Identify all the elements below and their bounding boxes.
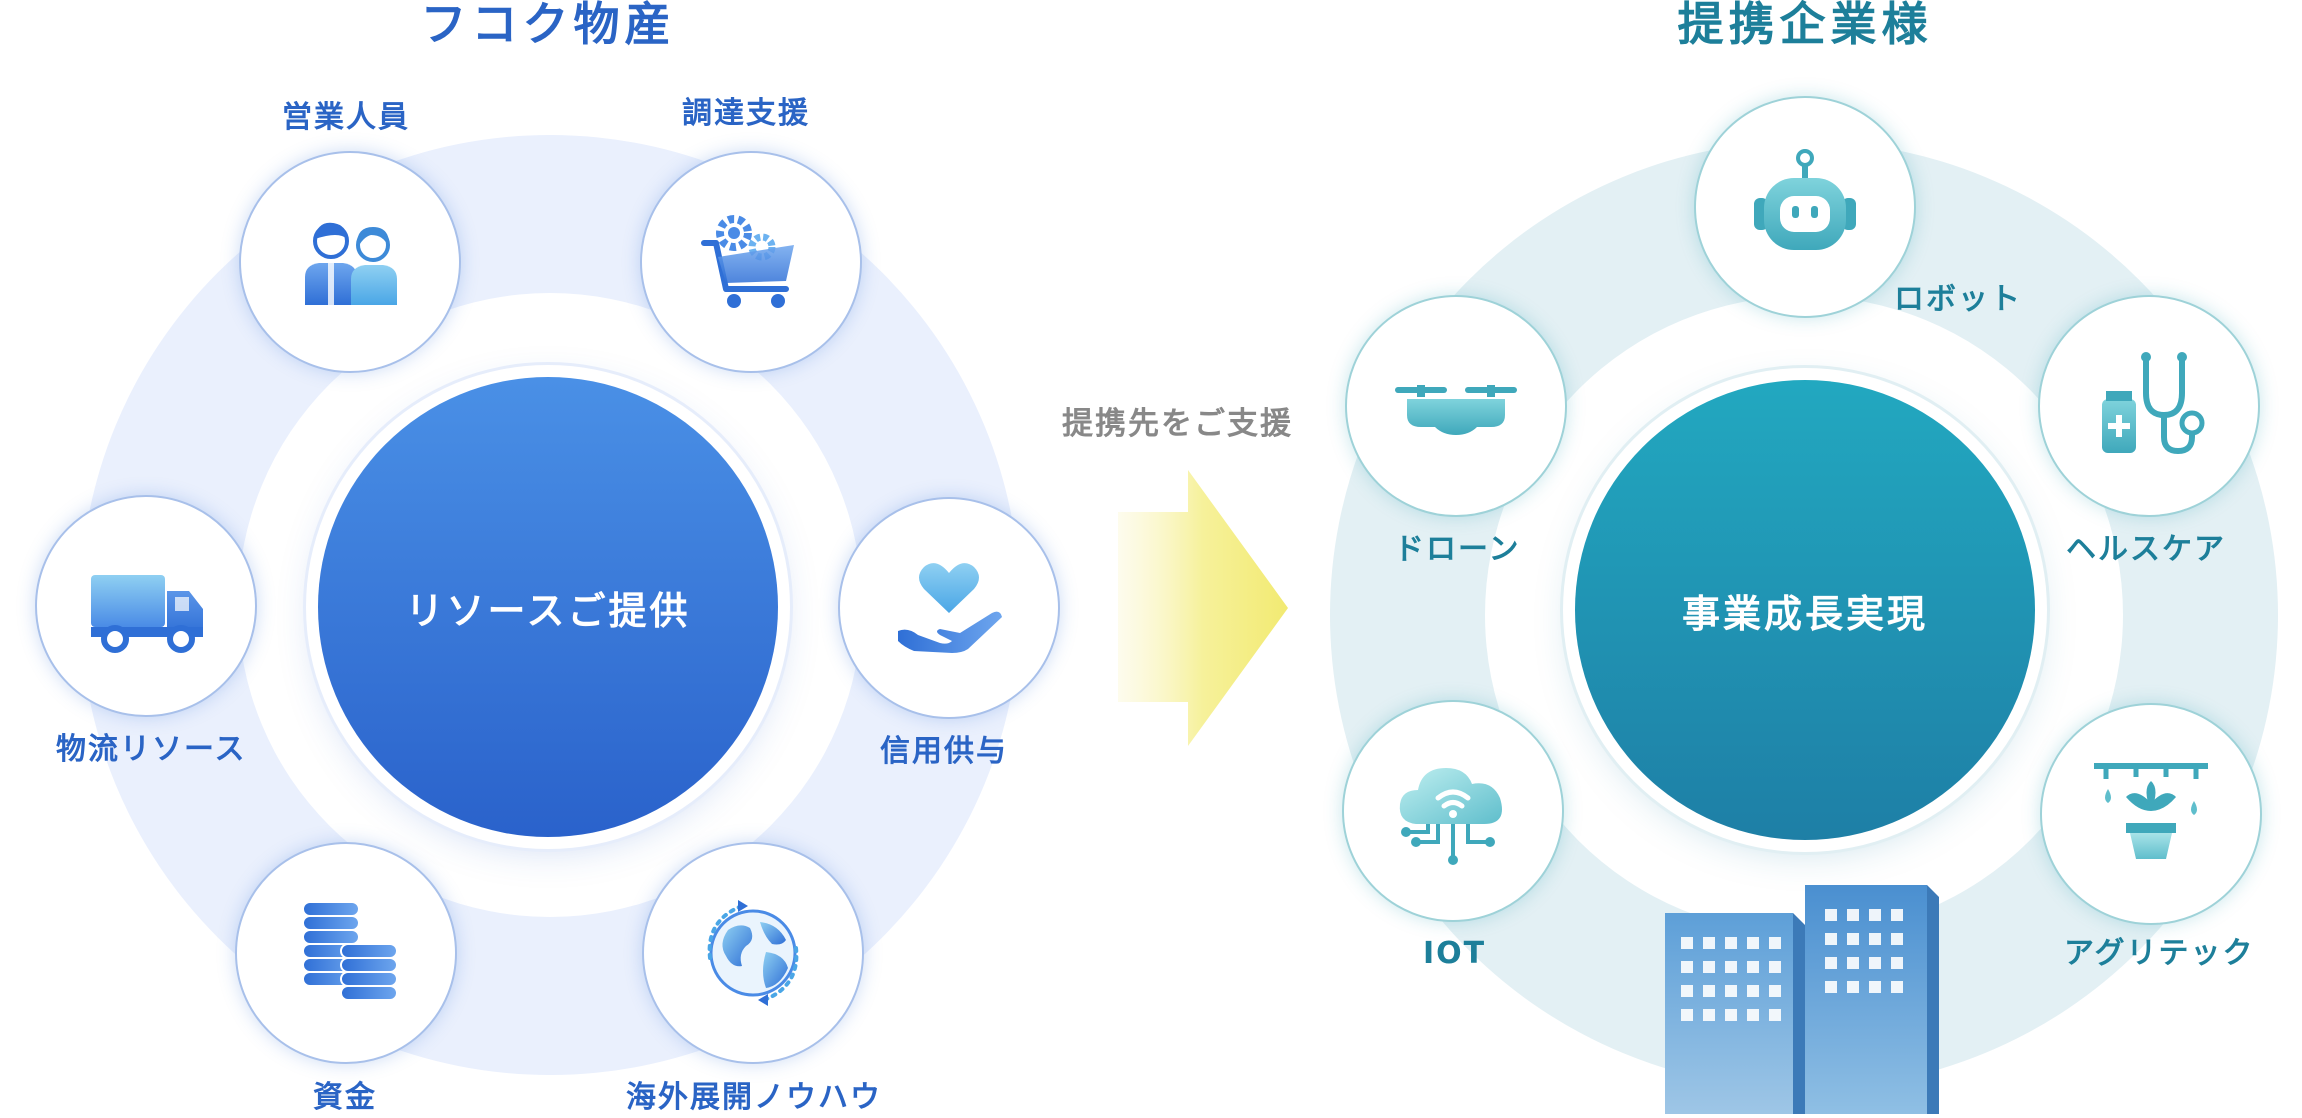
label-overseas-knowhow: 海外展開ノウハウ bbox=[626, 1080, 882, 1115]
label-healthcare: ヘルスケア bbox=[2066, 532, 2226, 567]
node-healthcare bbox=[2038, 295, 2260, 517]
robot-icon bbox=[1740, 142, 1870, 272]
stethoscope-icon bbox=[2084, 341, 2214, 471]
people-icon bbox=[285, 197, 415, 327]
label-logistics: 物流リソース bbox=[56, 732, 247, 767]
label-sales-staff: 営業人員 bbox=[282, 100, 410, 135]
drone-icon bbox=[1391, 341, 1521, 471]
shopping-cart-gears-icon bbox=[686, 197, 816, 327]
business-growth-circle: 事業成長実現 bbox=[1575, 380, 2035, 840]
resource-provision-label: リソースご提供 bbox=[405, 588, 691, 633]
label-credit: 信用供与 bbox=[880, 734, 1008, 769]
truck-icon bbox=[81, 541, 211, 671]
office-buildings-icon bbox=[1665, 885, 1939, 1114]
node-drone bbox=[1345, 295, 1567, 517]
label-funds: 資金 bbox=[313, 1080, 377, 1115]
node-funds bbox=[235, 842, 457, 1064]
label-iot: IOT bbox=[1423, 936, 1487, 971]
provider-title: フコク物産 bbox=[420, 0, 676, 51]
label-agritech: アグリテック bbox=[2064, 936, 2255, 971]
label-drone: ドローン bbox=[1394, 532, 1521, 567]
arrow-caption: 提携先をご支援 bbox=[1062, 406, 1293, 442]
node-overseas-knowhow bbox=[642, 842, 864, 1064]
node-credit bbox=[838, 497, 1060, 719]
node-robot bbox=[1694, 96, 1916, 318]
node-procurement bbox=[640, 151, 862, 373]
node-iot bbox=[1342, 700, 1564, 922]
plant-irrigation-icon bbox=[2086, 749, 2216, 879]
node-logistics bbox=[35, 495, 257, 717]
coins-stack-icon bbox=[281, 888, 411, 1018]
globe-cycle-icon bbox=[688, 888, 818, 1018]
label-procurement: 調達支援 bbox=[682, 96, 810, 131]
node-agritech bbox=[2040, 703, 2262, 925]
node-sales-staff bbox=[239, 151, 461, 373]
resource-provision-circle: リソースご提供 bbox=[318, 377, 778, 837]
arrow-right-icon bbox=[1118, 470, 1288, 746]
cloud-network-icon bbox=[1388, 746, 1518, 876]
business-growth-label: 事業成長実現 bbox=[1681, 591, 1928, 636]
label-robot: ロボット bbox=[1894, 282, 2022, 317]
partner-title: 提携企業様 bbox=[1677, 0, 1933, 51]
heart-hand-icon bbox=[884, 543, 1014, 673]
